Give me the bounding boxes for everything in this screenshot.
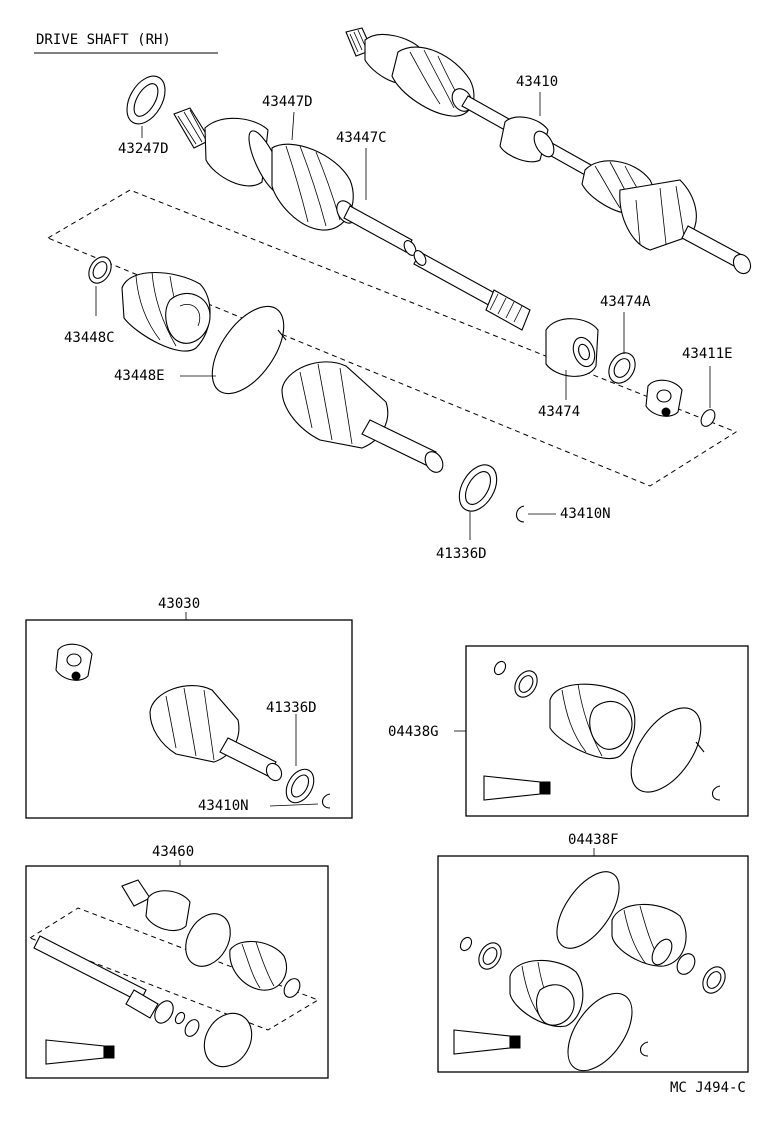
exploded-group-outline	[46, 189, 738, 487]
label-41336D: 41336D	[436, 546, 487, 562]
kit-label-04438F: 04438F	[568, 832, 619, 848]
seal-ring-43247D	[126, 75, 166, 138]
clamp-43474A	[608, 312, 636, 384]
clamp-43448C	[88, 256, 112, 316]
kit-box-04438G	[465, 645, 749, 817]
damper-43474	[545, 318, 599, 400]
kit-04438G: 04438G	[388, 645, 749, 817]
outer-joint-shaft-43447	[173, 107, 531, 331]
label-43474: 43474	[538, 404, 580, 420]
label-43411E: 43411E	[682, 346, 733, 362]
boot-exploded	[121, 271, 211, 352]
ring-41336D	[458, 464, 498, 540]
kit-label-43030: 43030	[158, 596, 200, 612]
label-43447D: 43447D	[262, 94, 313, 110]
kit-43030: 43030 41336D 43410N	[25, 596, 353, 819]
kit-box-43030	[25, 619, 353, 819]
label-43410N: 43410N	[560, 506, 611, 522]
kit-43460: 43460	[25, 844, 329, 1079]
kit-43030-item-43410N: 43410N	[198, 798, 249, 814]
label-43247D: 43247D	[118, 141, 169, 157]
label-43447C: 43447C	[336, 130, 387, 146]
kit-box-04438F	[437, 855, 749, 1073]
kit-43030-item-41336D: 41336D	[266, 700, 317, 716]
tripod-joint	[645, 379, 683, 417]
kit-04438F: 04438F	[437, 832, 749, 1073]
band-43448E	[180, 305, 287, 395]
label-43448C: 43448C	[64, 330, 115, 346]
label-43448E: 43448E	[114, 368, 165, 384]
drive-shaft-assembly-43410	[345, 27, 752, 275]
kit-label-43460: 43460	[152, 844, 194, 860]
ring-43411E	[700, 366, 716, 427]
kit-box-43460	[25, 865, 329, 1079]
snap-ring-43410N	[515, 505, 556, 523]
inner-housing-exploded	[281, 361, 444, 473]
label-43410: 43410	[516, 74, 558, 90]
kit-label-04438G: 04438G	[388, 724, 439, 740]
footer-code: MC J494-C	[670, 1080, 746, 1096]
diagram-title: DRIVE SHAFT (RH)	[36, 32, 171, 48]
label-43474A: 43474A	[600, 294, 651, 310]
